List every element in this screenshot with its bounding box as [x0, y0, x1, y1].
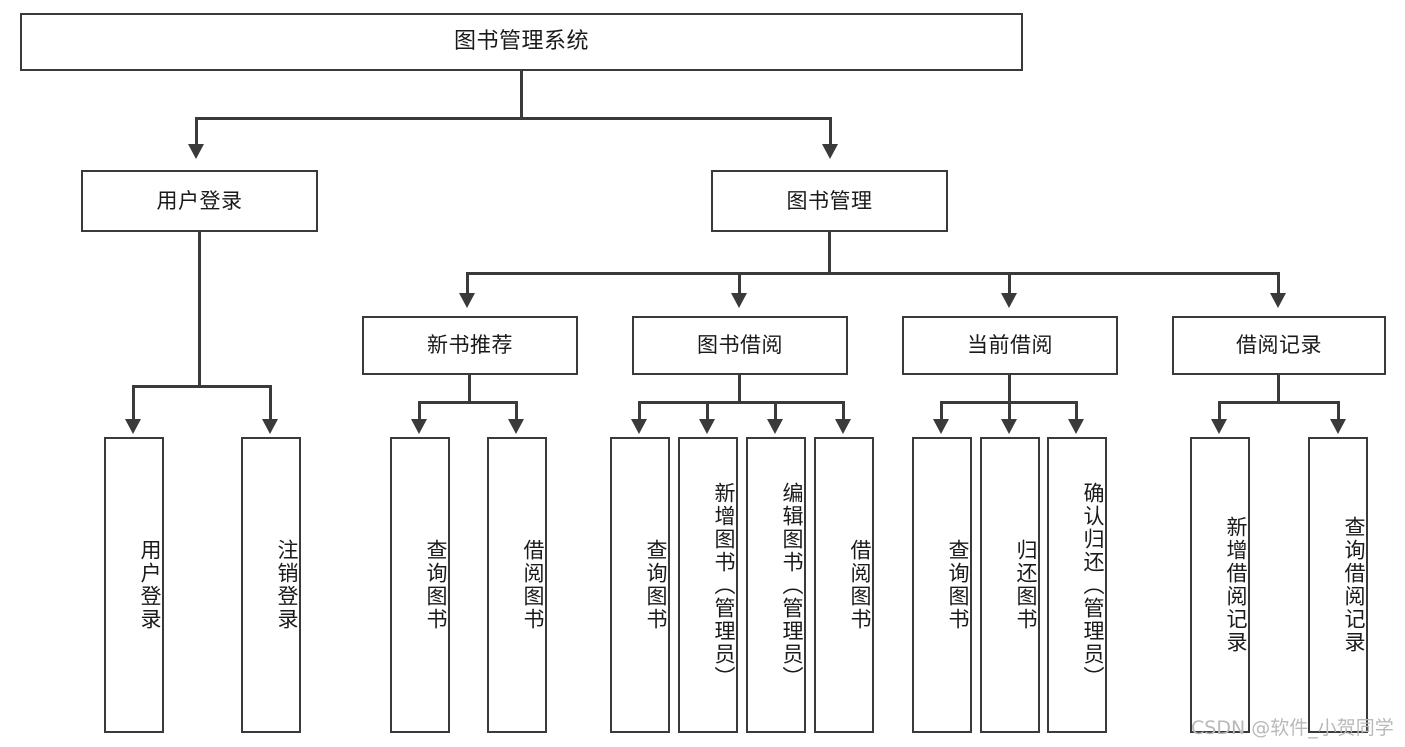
arrow-nbr-leaf-1: [411, 419, 427, 434]
connector-bm-drop-2: [738, 272, 741, 294]
arrow-root-to-book-management: [822, 144, 838, 159]
node-borrow-record[interactable]: 借阅记录: [1172, 316, 1386, 375]
arrow-bb-leaf-2: [699, 419, 715, 434]
arrow-cb-leaf-3: [1068, 419, 1084, 434]
connector-br-drop-1: [1218, 401, 1221, 420]
connector-user-login-drop-2: [269, 385, 272, 420]
connector-bm-drop-1: [466, 272, 469, 294]
arrow-br-leaf-1: [1211, 419, 1227, 434]
node-current-borrow[interactable]: 当前借阅: [902, 316, 1118, 375]
arrow-root-to-user-login: [188, 144, 204, 159]
connector-nbr-bus: [418, 401, 518, 404]
arrow-bm-to-book-borrow: [731, 293, 747, 308]
connector-nbr-drop-1: [418, 401, 421, 420]
connector-cb-stem: [1008, 375, 1011, 403]
arrow-cb-leaf-2: [1001, 419, 1017, 434]
arrow-bb-leaf-1: [631, 419, 647, 434]
connector-user-login-bus: [132, 385, 272, 388]
connector-bb-drop-4: [842, 401, 845, 420]
connector-bb-drop-1: [638, 401, 641, 420]
node-book-borrow[interactable]: 图书借阅: [632, 316, 848, 375]
connector-br-drop-2: [1337, 401, 1340, 420]
node-leaf-borrow-book-2[interactable]: 借阅图书: [814, 437, 874, 733]
node-leaf-query-book-3[interactable]: 查询图书: [912, 437, 972, 733]
connector-nbr-stem: [468, 375, 471, 403]
node-root-system[interactable]: 图书管理系统: [20, 13, 1023, 71]
arrow-user-login-leaf-1: [125, 419, 141, 434]
node-leaf-logout-login[interactable]: 注销登录: [241, 437, 301, 733]
arrow-bb-leaf-3: [767, 419, 783, 434]
connector-bm-drop-4: [1277, 272, 1280, 294]
node-leaf-return-book[interactable]: 归还图书: [980, 437, 1040, 733]
connector-bb-drop-2: [706, 401, 709, 420]
node-leaf-query-book-1[interactable]: 查询图书: [390, 437, 450, 733]
connector-nbr-drop-2: [515, 401, 518, 420]
node-new-book-recommend[interactable]: 新书推荐: [362, 316, 578, 375]
connector-root-stem: [520, 71, 523, 118]
connector-user-login-drop-1: [132, 385, 135, 420]
node-leaf-add-book[interactable]: 新增图书（管理员）: [678, 437, 738, 733]
connector-root-to-book-management: [829, 117, 832, 145]
connector-br-stem: [1277, 375, 1280, 403]
node-user-login[interactable]: 用户登录: [81, 170, 318, 232]
arrow-bm-to-new-book-recommend: [459, 293, 475, 308]
node-leaf-borrow-book-1[interactable]: 借阅图书: [487, 437, 547, 733]
node-leaf-user-login[interactable]: 用户登录: [104, 437, 164, 733]
connector-cb-drop-1: [940, 401, 943, 420]
connector-bb-bus: [638, 401, 845, 404]
connector-root-bus: [195, 117, 832, 120]
arrow-bm-to-current-borrow: [1001, 293, 1017, 308]
connector-bb-drop-3: [774, 401, 777, 420]
arrow-br-leaf-2: [1330, 419, 1346, 434]
node-leaf-confirm-return[interactable]: 确认归还（管理员）: [1047, 437, 1107, 733]
connector-cb-drop-3: [1075, 401, 1078, 420]
arrow-user-login-leaf-2: [262, 419, 278, 434]
arrow-bb-leaf-4: [835, 419, 851, 434]
connector-root-to-user-login: [195, 117, 198, 145]
connector-cb-drop-2: [1008, 401, 1011, 420]
node-leaf-add-borrow-record[interactable]: 新增借阅记录: [1190, 437, 1250, 733]
connector-bb-stem: [738, 375, 741, 403]
connector-book-management-bus: [466, 272, 1280, 275]
connector-br-bus: [1218, 401, 1340, 404]
node-leaf-query-borrow-record[interactable]: 查询借阅记录: [1308, 437, 1368, 733]
connector-user-login-stem: [198, 232, 201, 387]
arrow-nbr-leaf-2: [508, 419, 524, 434]
node-leaf-query-book-2[interactable]: 查询图书: [610, 437, 670, 733]
arrow-bm-to-borrow-record: [1270, 293, 1286, 308]
node-leaf-edit-book[interactable]: 编辑图书（管理员）: [746, 437, 806, 733]
node-book-management[interactable]: 图书管理: [711, 170, 948, 232]
arrow-cb-leaf-1: [933, 419, 949, 434]
connector-book-management-stem: [828, 232, 831, 274]
connector-bm-drop-3: [1008, 272, 1011, 294]
